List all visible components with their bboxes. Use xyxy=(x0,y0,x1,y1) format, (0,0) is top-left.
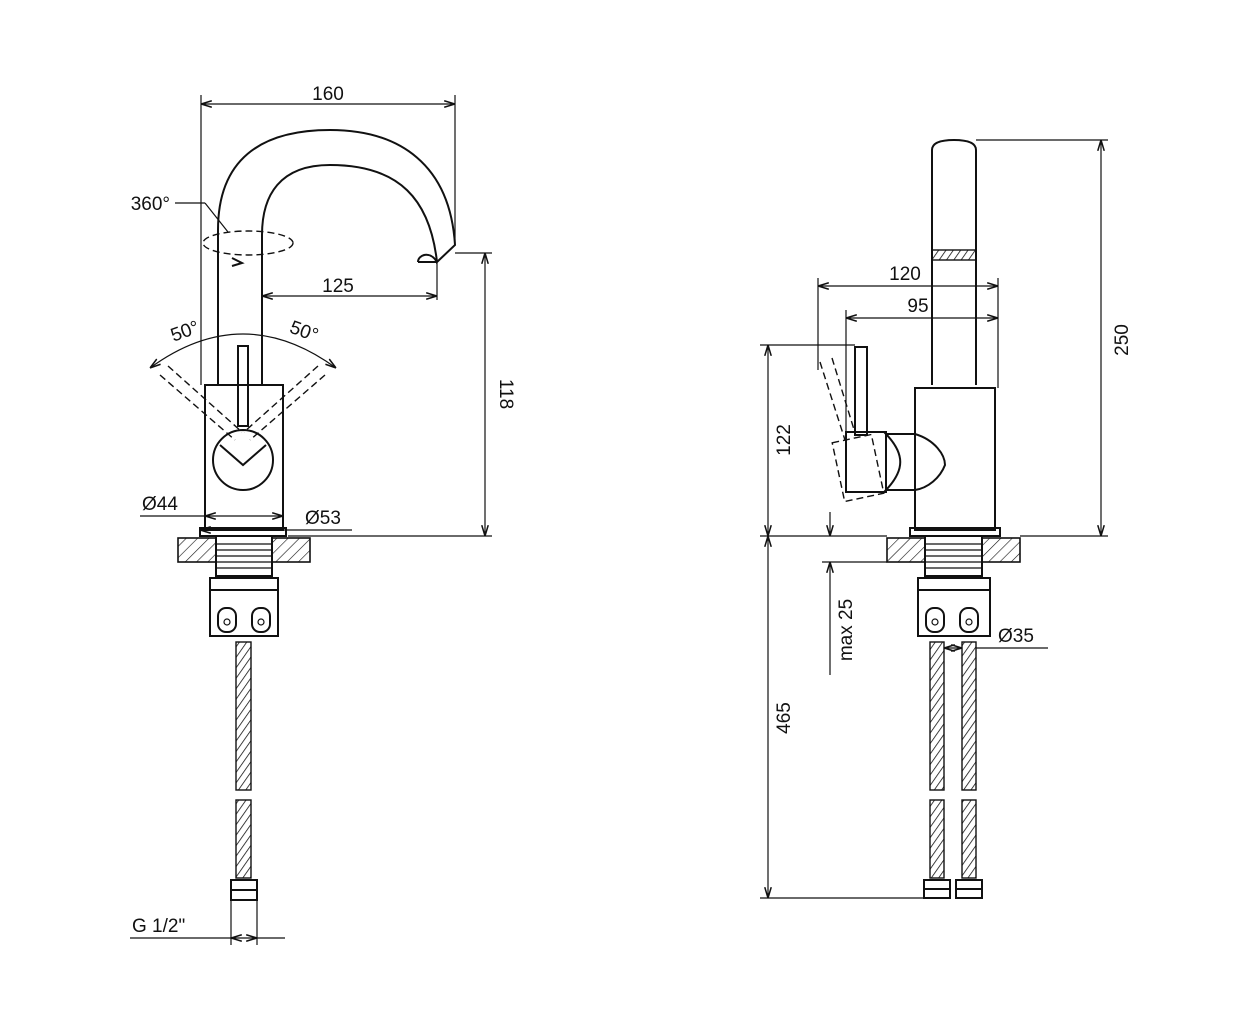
dia-base-label: Ø53 xyxy=(305,508,341,529)
side-view: 120 95 250 122 max 25 465 Ø35 xyxy=(760,138,1133,899)
rotation-label: 360° xyxy=(131,194,170,215)
side-spout xyxy=(931,138,977,385)
side-hose-left-lower xyxy=(929,799,945,879)
front-cartridge-circle xyxy=(212,429,274,491)
dim-height-label: 118 xyxy=(495,379,516,409)
dim-120-label: 120 xyxy=(889,264,921,285)
lever-swing-positions xyxy=(150,333,336,441)
angle-right-label: 50° xyxy=(287,317,321,347)
side-body xyxy=(914,387,996,531)
dim-95-label: 95 xyxy=(907,296,928,317)
dia-thread-label: Ø35 xyxy=(998,626,1034,647)
side-lever-alt-position xyxy=(819,357,885,503)
rotation-ellipse xyxy=(202,230,294,256)
aerator-icon xyxy=(931,249,977,261)
front-fixing-nut xyxy=(209,577,279,637)
front-hose-upper xyxy=(235,641,252,791)
side-lever-block xyxy=(845,431,887,493)
dia-body-label: Ø44 xyxy=(142,494,178,515)
side-lever xyxy=(854,346,868,436)
dim-250-label: 250 xyxy=(1112,324,1133,356)
dim-spout-reach-label: 125 xyxy=(322,276,354,297)
dim-122-label: 122 xyxy=(774,424,795,456)
front-view: 160 125 360° 50° 50° 118 Ø44 Ø53 G 1/2" xyxy=(130,84,516,945)
rotation-arrow-icon xyxy=(231,257,245,267)
side-hose-right-lower xyxy=(961,799,977,879)
side-hose-right-upper xyxy=(961,641,977,791)
dim-width-label: 160 xyxy=(312,84,344,105)
connection-label: G 1/2" xyxy=(132,916,185,937)
side-fixing-nut xyxy=(917,577,991,637)
front-body xyxy=(204,384,284,531)
side-hose-left-upper xyxy=(929,641,945,791)
front-hose-lower xyxy=(235,799,252,879)
front-lever xyxy=(237,345,249,427)
dim-max25-label: max 25 xyxy=(836,599,857,661)
dim-465-label: 465 xyxy=(774,702,795,734)
